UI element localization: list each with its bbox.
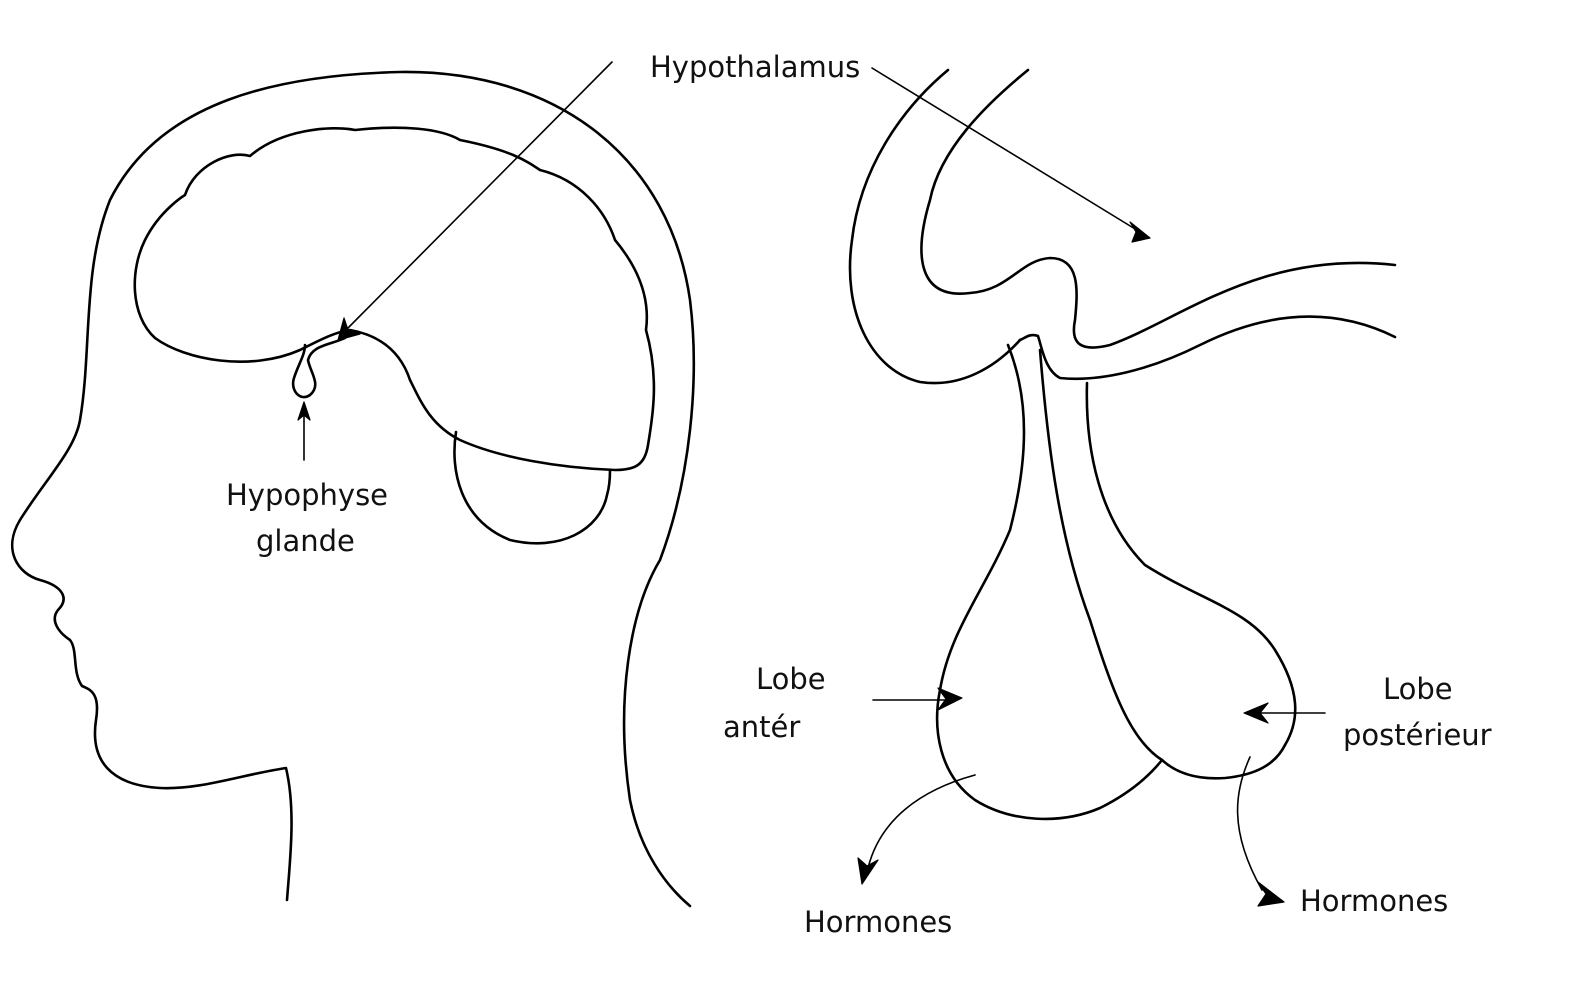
pituitary-detail-illustration [337,61,1397,907]
hypothalamus-lower-band [1018,315,1397,381]
hypothalamus-outer-band [848,68,1022,385]
hypothalamus-inner-band [920,68,1397,349]
label-lobe-anterior-line1: Lobe [756,662,826,696]
brain-outline [133,126,656,472]
pituitary-gland-shape [291,336,347,399]
hormones-left-arrowhead [857,857,879,885]
anterior-lobe-outline [935,688,1164,821]
head-illustration [10,70,696,908]
hypothalamus-arrowhead-right [1129,221,1151,243]
hypothalamus-arrow-line-right [871,67,1141,233]
head-outline [10,70,696,908]
stalk-right-line [1085,381,1297,747]
label-lobe-anterior-line2: antér [723,710,800,744]
label-hypophyse-line1: Hypophyse [226,478,388,512]
posterior-lobe-arrowhead [1243,702,1269,724]
labels: Hypothalamus Hypophyse glande Lobe antér… [226,50,1492,939]
stalk-left-line [938,343,1026,692]
label-hypophyse-line2: glande [256,524,355,558]
hormones-right-arrow-line [1236,756,1263,891]
label-lobe-posterior-line2: postérieur [1343,718,1492,752]
hypophyse-arrowhead [297,401,311,421]
hormones-right-arrowhead [1257,881,1285,907]
cerebellum-outline [453,430,612,545]
hypothalamus-arrowhead-left [337,317,361,341]
label-hormones-right: Hormones [1300,884,1448,918]
stalk-center-line [1038,348,1164,762]
hormones-left-arrow-line [867,774,976,869]
anterior-lobe-arrowhead [937,687,963,711]
label-hypothalamus: Hypothalamus [650,50,860,84]
label-lobe-posterior-line1: Lobe [1383,672,1453,706]
label-hormones-left: Hormones [804,905,952,939]
hypothalamus-arrow-line-left [345,61,613,331]
posterior-lobe-outline [1160,743,1287,780]
